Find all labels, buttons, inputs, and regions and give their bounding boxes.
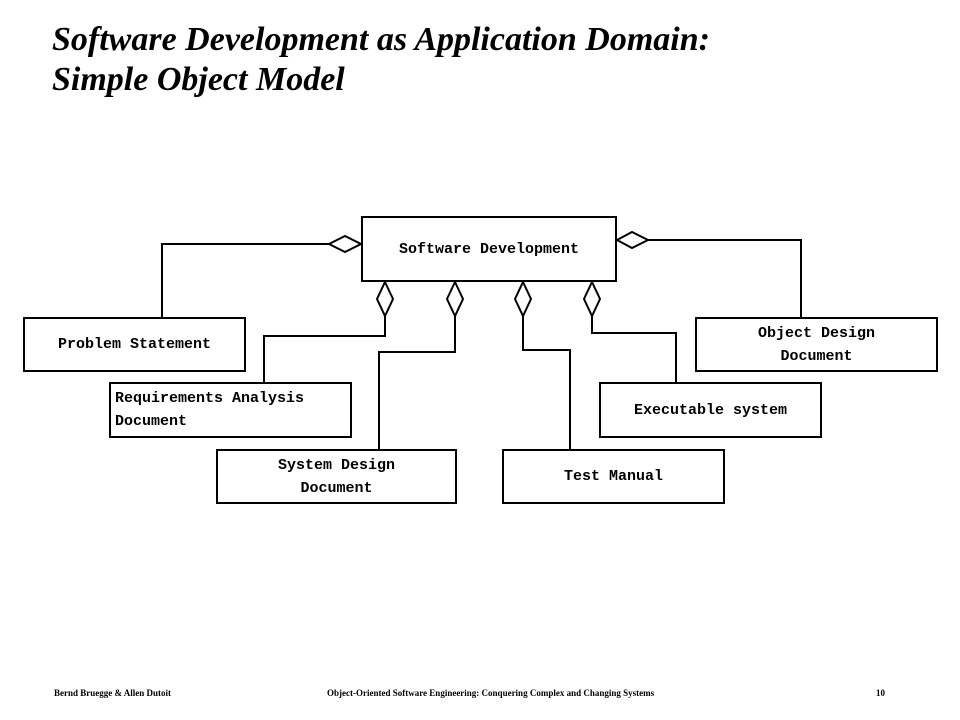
class-object-design-label-line-2: Document: [780, 347, 853, 365]
slide-title-line-1: Software Development as Application Doma…: [52, 21, 710, 58]
class-software-development-label: Software Development: [398, 240, 580, 258]
class-executable-system-label: Executable system: [633, 401, 788, 419]
aggregation-diamond-requirements-analysis: [375, 279, 395, 319]
class-system-design-label-line-2: Document: [300, 479, 373, 497]
class-test-manual: Test Manual: [502, 449, 725, 504]
connector-test-manual: [522, 316, 571, 450]
aggregation-diamond-executable-system: [582, 279, 602, 319]
connector-executable-system: [591, 316, 677, 383]
class-requirements-analysis-label-line-1: Requirements Analysis: [115, 390, 305, 407]
class-problem-statement: Problem Statement: [23, 317, 246, 372]
slide-title: Software Development as Application Doma…: [52, 20, 710, 100]
class-requirements-analysis-document: Requirements Analysis Document: [109, 382, 352, 438]
aggregation-diamond-test-manual: [513, 279, 533, 319]
connector-object-design: [648, 239, 802, 318]
class-requirements-analysis-label-line-2: Document: [115, 413, 188, 430]
connector-requirements-analysis: [263, 316, 386, 383]
connector-system-design: [378, 316, 456, 450]
class-object-design-label-line-1: Object Design: [757, 324, 876, 342]
slide-title-line-2: Simple Object Model: [52, 61, 345, 98]
class-test-manual-label: Test Manual: [563, 468, 664, 485]
class-system-design-document: System Design Document: [216, 449, 457, 504]
footer-authors: Bernd Bruegge & Allen Dutoit: [54, 688, 171, 698]
aggregation-diamond-object-design: [614, 230, 651, 250]
class-object-design-document: Object Design Document: [695, 317, 938, 372]
class-executable-system: Executable system: [599, 382, 822, 438]
class-system-design-label-line-1: System Design: [277, 456, 396, 474]
footer-book-title: Object-Oriented Software Engineering: Co…: [327, 688, 655, 698]
class-software-development: Software Development: [361, 216, 617, 282]
aggregation-diamond-system-design: [445, 279, 465, 319]
aggregation-diamond-problem-statement: [326, 234, 364, 254]
connector-problem-statement: [161, 243, 329, 318]
footer-page-number: 10: [876, 688, 885, 698]
class-problem-statement-label: Problem Statement: [57, 336, 212, 353]
